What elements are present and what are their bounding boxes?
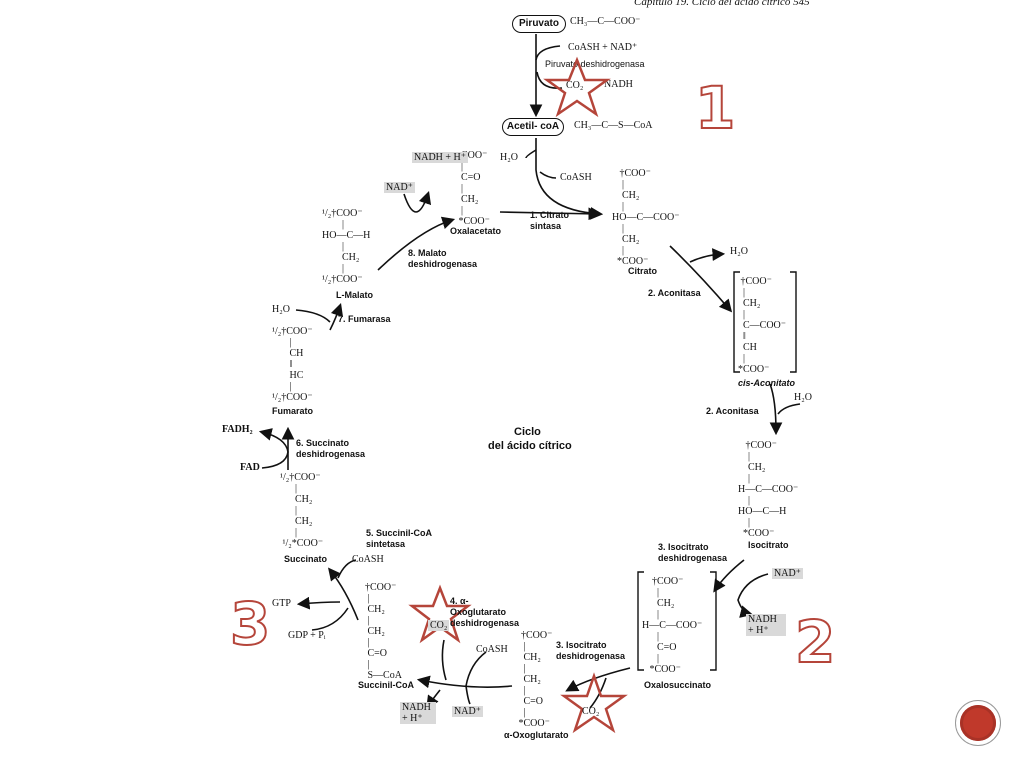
star-icon <box>543 56 611 118</box>
step-8-label: 8. Malato deshidrogenasa <box>408 248 478 269</box>
next-slide-button[interactable] <box>955 700 1001 746</box>
h2o-aconitase-1: H₂O <box>730 246 748 257</box>
curve-nad-nadh-mdh <box>403 190 432 213</box>
arrow-acetylcoa-citrate <box>535 138 604 220</box>
succinyl-coa-structure: †COO⁻ | CH₂ | CH₂ | C=O | S—CoA <box>365 582 402 681</box>
curve-h2o-in <box>525 149 537 159</box>
cis-aconitate-label: cis-Aconitato <box>738 378 796 388</box>
next-slide-icon <box>960 705 996 741</box>
isocitrate-structure: †COO⁻ | CH₂ | H—C—COO⁻ | HO—C—H | *COO⁻ <box>738 440 799 539</box>
arrow-cisaconitate-isocitrate <box>769 383 783 436</box>
oxalosuccinate-structure: †COO⁻ | CH₂ | H—C—COO⁻ | C=O | *COO⁻ <box>642 576 703 675</box>
nad-kgdh: NAD⁺ <box>452 706 483 717</box>
curve-h2o-fum <box>295 309 331 323</box>
step-6-label: 6. Succinato deshidrogenasa <box>296 438 366 459</box>
curve-fad <box>258 428 289 469</box>
gtp: GTP <box>272 598 291 609</box>
curve-coash-sc <box>337 559 357 579</box>
oxaloacetate-structure: COO⁻ | C=O | CH₂ | *COO⁻ <box>458 150 490 227</box>
co2-idh: CO₂ <box>582 706 600 717</box>
curve-nad-nadh <box>737 573 769 618</box>
h2o-citrate-synthase: H₂O <box>500 152 518 163</box>
alpha-ketoglutarate-label: α-Oxoglutarato <box>504 730 569 740</box>
nad-idh: NAD⁺ <box>772 568 803 579</box>
step-2b-label: 2. Aconitasa <box>706 406 759 416</box>
succinyl-coa-label: Succinil-CoA <box>358 680 415 690</box>
alpha-ketoglutarate-structure: †COO⁻ | CH₂ | CH₂ | C=O | *COO⁻ <box>518 630 553 729</box>
curve-coash-in <box>535 45 561 61</box>
fadh2: FADH₂ <box>222 424 253 435</box>
curve-gdp <box>311 607 349 631</box>
curve-coash-kg <box>465 651 487 705</box>
oxalosuccinate-label: Oxalosuccinato <box>644 680 712 690</box>
step-1-label: 1. Citrato sintasa <box>530 210 570 231</box>
nadh-mdh: NADH + H⁺ <box>412 152 469 163</box>
succinate-label: Succinato <box>284 554 328 564</box>
arrow-alphakg-succinylcoa <box>416 675 513 689</box>
step-3a-label: 3. Isocitrato deshidrogenasa <box>658 542 728 563</box>
annotation-number-2: 2 <box>794 608 836 676</box>
acetylcoa-formula: CH₃—C—S—CoA <box>574 120 653 131</box>
citrate-label: Citrato <box>628 266 657 276</box>
pyruvate-formula: CH₃—C—COO⁻ <box>570 16 641 27</box>
nadh-kgdh: NADH + H⁺ <box>400 702 436 724</box>
coash-succinyl-coa-synthetase: CoASH <box>352 554 384 565</box>
arrow-isocitrate-oxalosuccinate <box>713 559 745 593</box>
isocitrate-label: Isocitrato <box>748 540 789 550</box>
nad-mdh: NAD⁺ <box>384 182 415 193</box>
curve-co2-kg <box>441 639 447 681</box>
gdp-pi: GDP + Pᵢ <box>288 630 326 641</box>
star-icon <box>560 672 628 734</box>
co2-pdh: CO₂ <box>566 80 584 91</box>
coash-citrate-synthase: CoASH <box>560 172 592 183</box>
arrow-fumarate-malate <box>329 302 344 331</box>
malate-structure: ¹/₂†COO⁻ | HO—C—H | CH₂ | ¹/₂†COO⁻ <box>322 208 371 285</box>
succinate-structure: ¹/₂†COO⁻ | CH₂ | CH₂ | ¹/₂*COO⁻ <box>280 472 324 549</box>
co2-kgdh: CO₂ <box>428 620 450 631</box>
nadh-pdh: NADH <box>604 79 633 90</box>
curve-h2o-in2 <box>777 403 801 415</box>
arrow-succinylcoa-succinate <box>328 567 359 621</box>
step-2a-label: 2. Aconitasa <box>648 288 701 298</box>
step-4-label: 4. α-Oxoglutarato deshidrogenasa <box>450 596 520 628</box>
running-title: Capítulo 19. Ciclo del ácido cítrico 545 <box>634 0 810 8</box>
curve-coash-out <box>539 171 557 179</box>
coash-kgdh: CoASH <box>476 644 508 655</box>
arrow-oxaloacetate-citrate <box>499 207 602 221</box>
step-5-label: 5. Succinil-CoA sintetasa <box>366 528 432 549</box>
pyruvate-pill: Piruvato <box>512 15 566 33</box>
nadh-idh: NADH + H⁺ <box>746 614 786 636</box>
malate-label: L-Malato <box>336 290 373 300</box>
h2o-aconitase-2: H₂O <box>794 392 812 403</box>
curve-co2-out2 <box>589 677 607 709</box>
oxaloacetate-label: Oxalacetato <box>450 226 502 236</box>
cis-aconitate-structure: †COO⁻ | CH₂ | C—COO⁻ ‖ CH | *COO⁻ <box>738 276 787 375</box>
cycle-title-line2: del ácido cítrico <box>488 440 572 452</box>
cycle-title-line1: Ciclo <box>514 426 541 438</box>
fad: FAD <box>240 462 260 473</box>
fumarate-label: Fumarato <box>272 406 314 416</box>
h2o-fumarase: H₂O <box>272 304 290 315</box>
step-7-label: 7. Fumarasa <box>338 314 391 324</box>
cofactors-in: CoASH + NAD⁺ <box>568 42 638 53</box>
arrow-h2o-out <box>689 248 726 263</box>
arrow-citrate-cisaconitate <box>669 245 733 313</box>
pdh-enzyme: Piruvato deshidrogenasa <box>545 59 645 69</box>
fumarate-structure: ¹/₂†COO⁻ | CH ‖ HC | ¹/₂†COO⁻ <box>272 326 313 403</box>
arrow-gtp <box>296 596 341 610</box>
annotation-number-1: 1 <box>694 74 736 142</box>
acetylcoa-pill: Acetil- coA <box>502 118 564 136</box>
arrow-malate-oxaloacetate <box>377 216 456 271</box>
step-3b-label: 3. Isocitrato deshidrogenasa <box>556 640 626 661</box>
annotation-number-3: 3 <box>229 590 271 658</box>
citrate-structure: †COO⁻ | CH₂ | HO—C—COO⁻ | CH₂ | *COO⁻ <box>612 168 680 267</box>
